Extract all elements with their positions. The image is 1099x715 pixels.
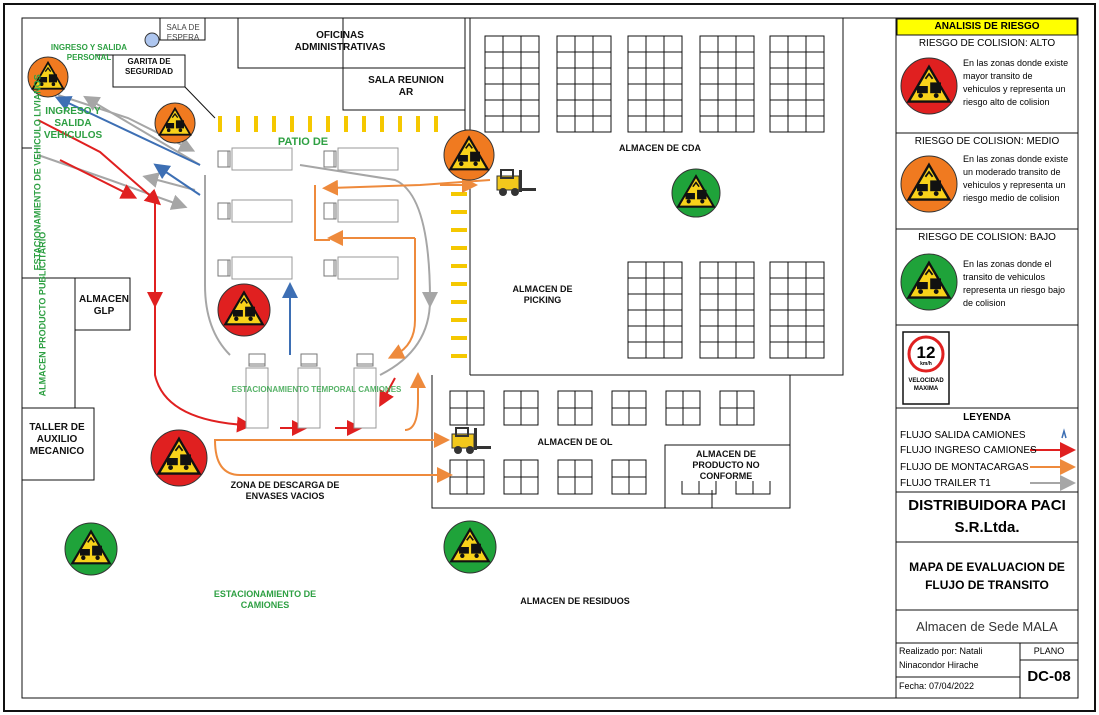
risk-medium-title: RIESGO DE COLISION: MEDIO — [914, 136, 1060, 147]
label-almacen-residuos: ALMACEN DE RESIDUOS — [520, 596, 630, 606]
hazard-collision-icon — [900, 253, 958, 311]
label-ingreso-personal: INGRESO Y SALIDA PERSONAL — [50, 43, 128, 62]
lane-markings — [218, 116, 467, 358]
label-almacen-publicitario: ALMACEN PRODUCTO PUBLICITARIO — [37, 231, 48, 397]
legend-item: FLUJO INGRESO CAMIONES — [900, 445, 1037, 456]
truck-icon — [323, 256, 399, 280]
label-garita: GARITA DE SEGURIDAD — [124, 57, 173, 76]
label-ingreso-vehiculos: INGRESO Y SALIDA VEHICULOS — [43, 106, 103, 141]
hazard-collision-icon — [64, 522, 118, 576]
risk-title: ANALISIS DE RIESGO — [934, 21, 1040, 32]
truck-icon — [217, 147, 293, 171]
risk-low-title: RIESGO DE COLISION: BAJO — [918, 232, 1056, 243]
truck-icon — [217, 199, 293, 223]
chair-icon — [144, 32, 160, 48]
hazard-collision-icon — [27, 56, 69, 98]
risk-high-title: RIESGO DE COLISION: ALTO — [918, 38, 1056, 49]
hazard-collision-icon — [900, 57, 958, 115]
author: Realizado por: Natali Ninacondor Hirache — [899, 646, 983, 670]
risk-high-desc: En las zonas donde existe mayor transito… — [963, 58, 1069, 108]
hazard-collision-icon — [671, 168, 721, 218]
speed-limit-icon — [902, 331, 950, 405]
speed-limit-unit: km/h — [920, 361, 932, 367]
risk-panel — [895, 17, 1079, 699]
label-estacionamiento-camiones: ESTACIONAMIENTO DE CAMIONES — [213, 589, 317, 610]
company-name: DISTRIBUIDORA PACI S.R.Ltda. — [908, 497, 1066, 536]
storage-racks — [449, 35, 825, 495]
date: Fecha: 07/04/2022 — [899, 681, 975, 691]
speed-limit-value: 12 — [916, 343, 936, 362]
legend-swatches — [1030, 428, 1076, 491]
hazard-collision-icon — [443, 520, 497, 574]
hazard-collision-icon — [150, 429, 208, 487]
buildings — [21, 17, 844, 509]
truck-icon — [323, 147, 399, 171]
legend-item: FLUJO SALIDA CAMIONES — [900, 430, 1026, 441]
plano-label: PLANO — [1033, 646, 1065, 656]
hazard-collision-icon — [900, 155, 958, 213]
risk-medium-desc: En las zonas donde existe un moderado tr… — [963, 154, 1069, 204]
site-name: Almacen de Sede MALA — [916, 619, 1058, 634]
flow-montacargas — [213, 177, 491, 483]
risk-low-desc: En las zonas donde el transito de vehicu… — [963, 259, 1066, 309]
label-taller: TALLER DE AUXILIO MECANICO — [29, 422, 85, 457]
label-sala-espera: SALA DE ESPERA — [166, 23, 200, 42]
label-almacen-ol: ALMACEN DE OL — [537, 437, 613, 447]
label-almacen-picking: ALMACEN DE PICKING — [512, 284, 573, 305]
truck-icon — [217, 256, 293, 280]
label-almacen-cda: ALMACEN DE CDA — [619, 143, 701, 153]
hazard-collision-icon — [443, 129, 495, 181]
flow-salida-camiones — [54, 96, 298, 355]
label-sala-reunion: SALA REUNION AR — [368, 75, 444, 98]
label-patio: PATIO DE OPERACIONES — [277, 136, 329, 147]
label-estacionamiento-temporal: ESTACIONAMIENTO TEMPORAL CAMIONES — [231, 385, 402, 394]
truck-icon — [323, 199, 399, 223]
hazard-collision-icon — [154, 102, 196, 144]
hazard-collision-icon — [217, 283, 271, 337]
legend-item: FLUJO DE MONTACARGAS — [900, 462, 1029, 473]
plano-code: DC-08 — [1027, 668, 1071, 685]
speed-limit-label: VELOCIDAD MAXIMA — [908, 378, 944, 392]
map-title: MAPA DE EVALUACION DE FLUJO DE TRANSITO — [909, 560, 1065, 592]
flow-ingreso-camiones — [37, 119, 396, 436]
risk-header-bg — [896, 18, 1078, 36]
label-zona-descarga: ZONA DE DESCARGA DE ENVASES VACIOS — [230, 480, 340, 501]
label-oficinas: OFICINAS ADMINISTRATIVAS — [294, 30, 386, 53]
legend-title: LEYENDA — [963, 412, 1011, 423]
legend-item: FLUJO TRAILER T1 — [900, 478, 991, 489]
label-almacen-glp: ALMACEN GLP — [79, 294, 129, 317]
label-almacen-no-conforme: ALMACEN DE PRODUCTO NO CONFORME — [680, 449, 772, 482]
